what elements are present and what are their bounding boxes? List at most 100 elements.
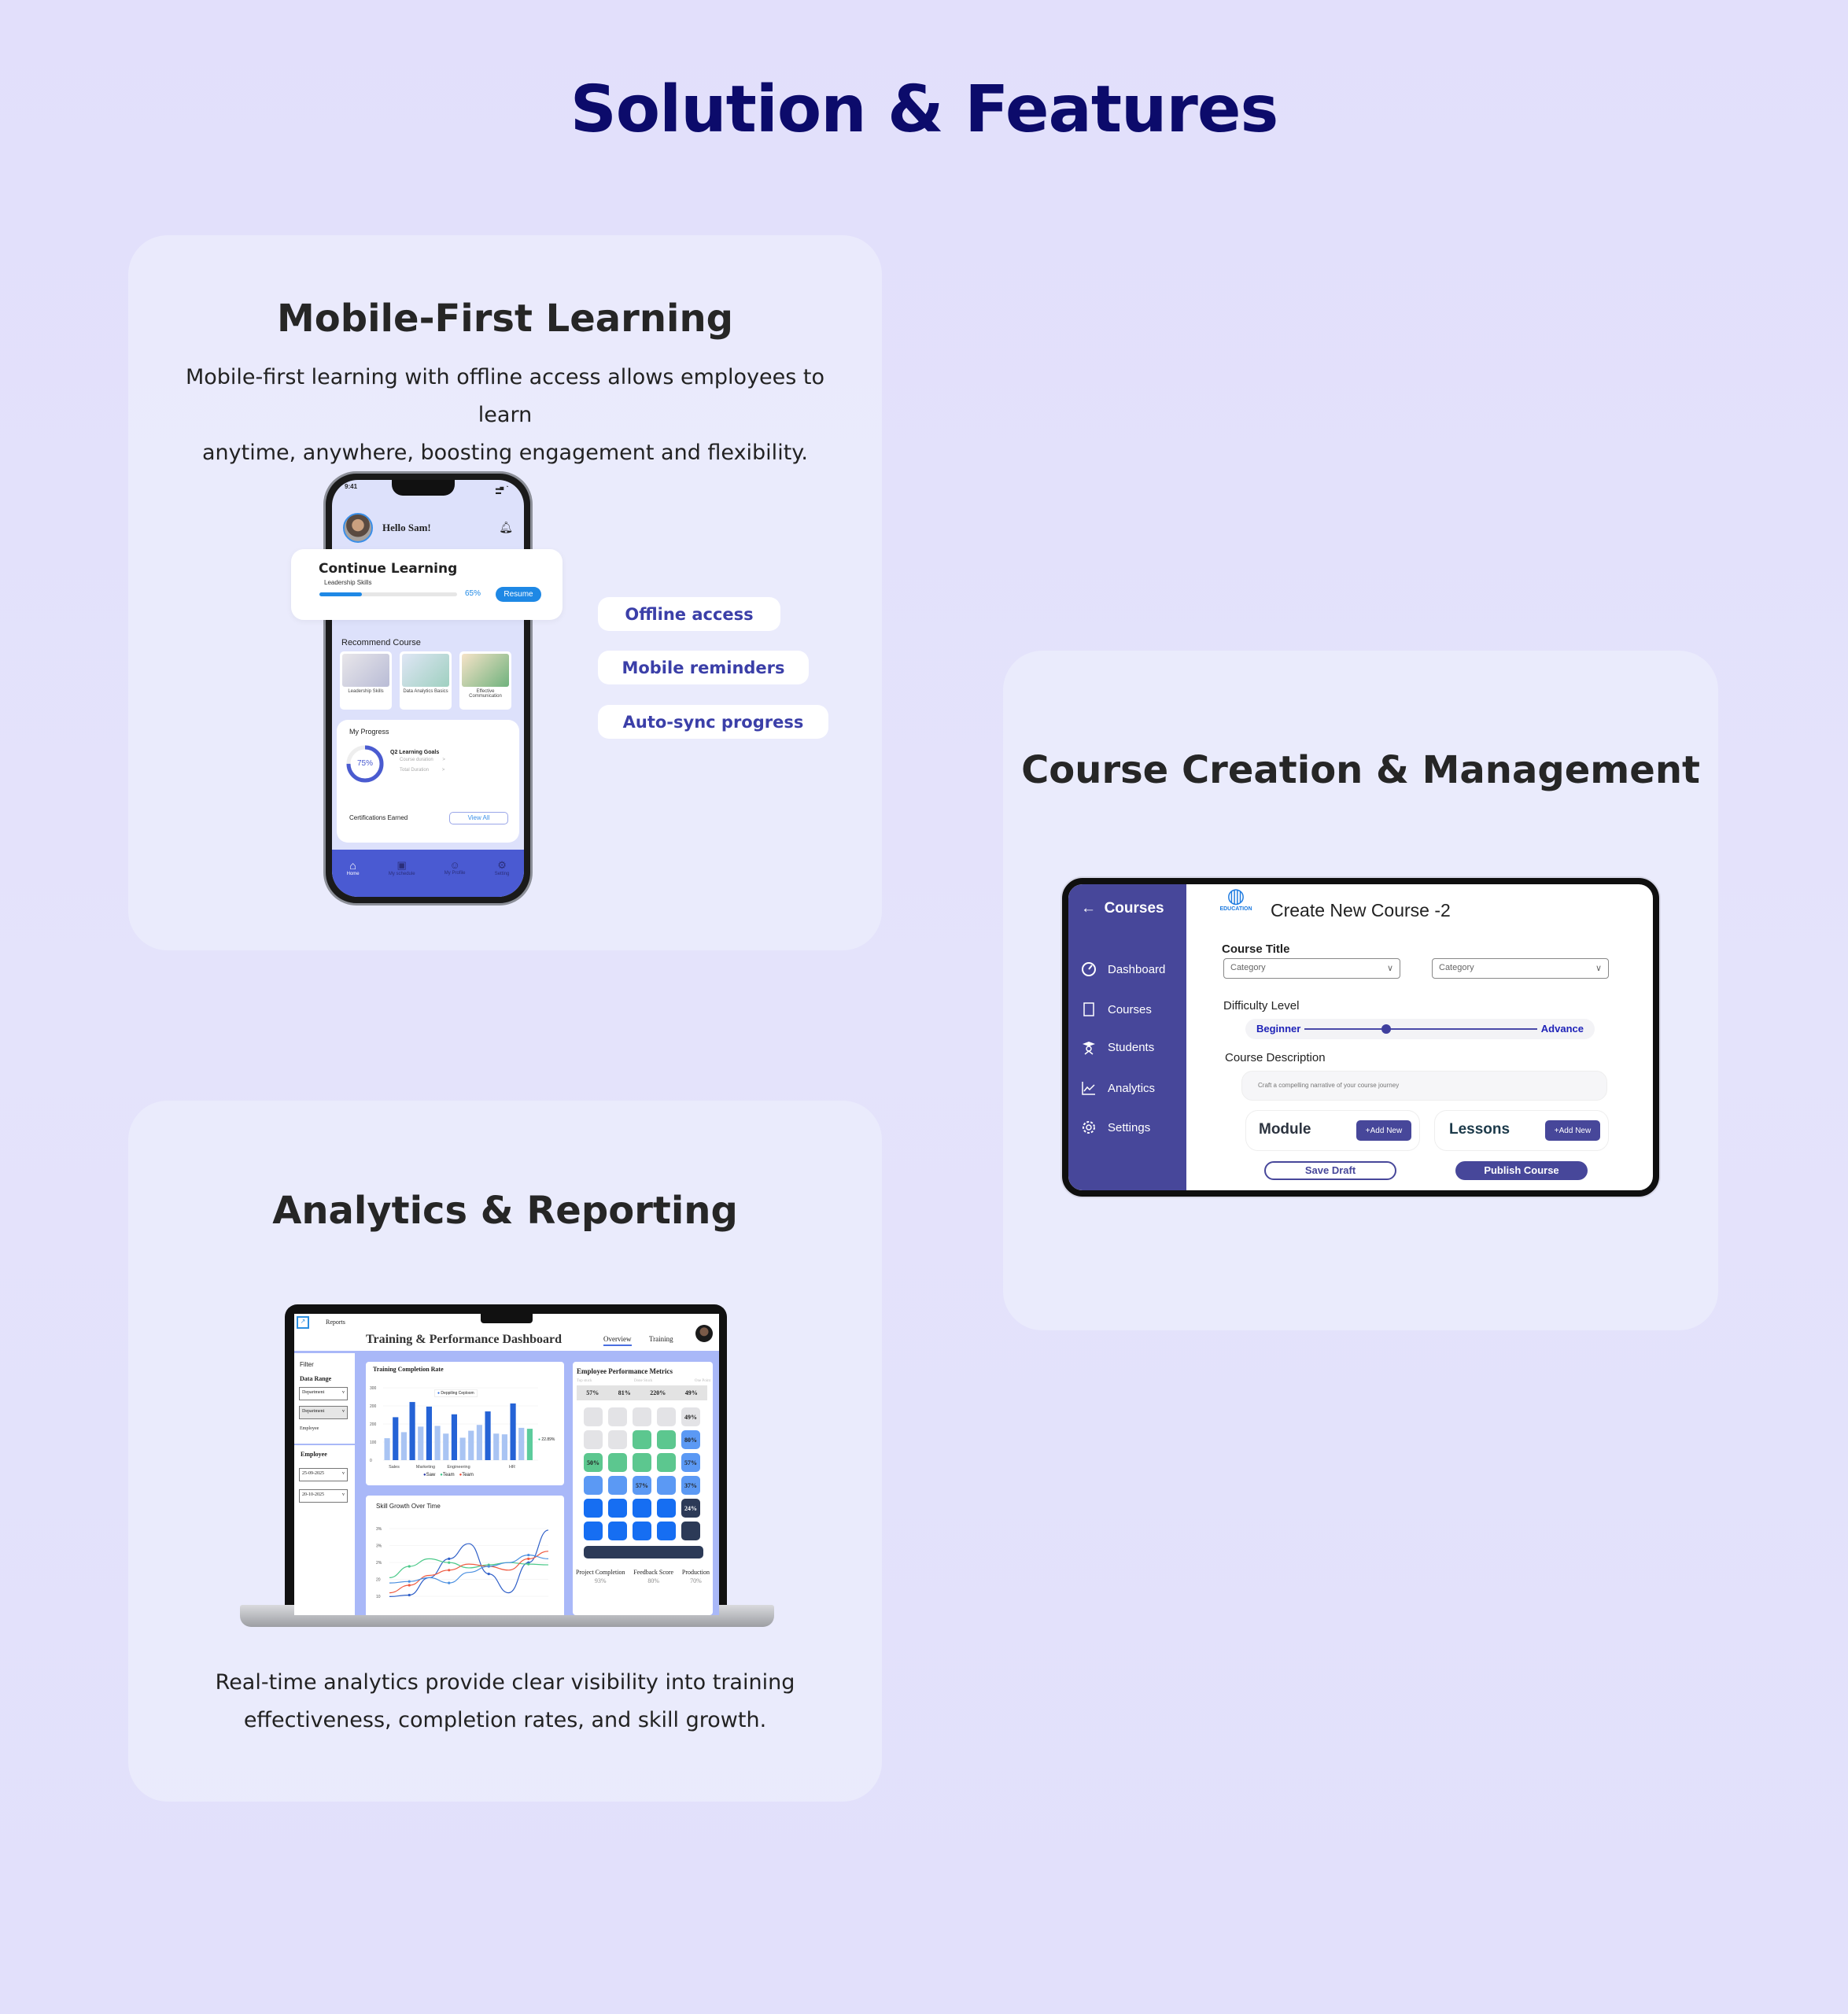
bar [493,1433,500,1460]
heatmap-cell: 37% [681,1476,700,1495]
continue-learning-card[interactable]: Continue Learning Leadership Skills 65% … [291,549,563,620]
user-avatar[interactable] [695,1325,713,1342]
phone-screen: 9:41 ▂▄ ◔ ▬ Hello Sam! 🔔︎ Recommend Cour… [332,480,524,897]
goal-row[interactable]: Course duration > [400,758,445,762]
nav-schedule[interactable]: ▣My schedule [389,859,415,897]
sidebar-item-analytics[interactable]: Analytics [1081,1080,1155,1096]
metric-value: 81% [618,1389,631,1396]
heatmap-cell [608,1453,627,1472]
tab-training[interactable]: Training [649,1335,673,1343]
employee-label: Employee [301,1451,327,1458]
metrics-title: Employee Performance Metrics [577,1367,673,1375]
chart-top-legend: ● Deppiling Ceploom [434,1389,478,1397]
tab-overview[interactable]: Overview [603,1335,632,1346]
nav-label: Setting [494,872,510,876]
metric-header: One Point [694,1379,710,1383]
metrics-summary: 57%81%220%49% [577,1385,707,1400]
data-point [408,1593,411,1597]
desc-line: effectiveness, completion rates, and ski… [243,1708,767,1732]
back-courses-button[interactable]: ← Courses [1081,900,1164,917]
module-card: Module +Add New [1245,1110,1420,1151]
slider-handle[interactable] [1381,1024,1391,1034]
bar [418,1426,424,1460]
status-icons: ▂▄ ◔ ▬ [496,485,509,496]
feature-pill-offline: Offline access [598,597,780,631]
nav-profile[interactable]: ☺My Profile [444,859,466,897]
sidebar-item-courses[interactable]: Courses [1081,1001,1152,1017]
sidebar-label: Courses [1108,1002,1152,1016]
tablet-sidebar: ← Courses Dashboard Courses Students Ana… [1068,884,1186,1190]
course-card[interactable]: Effective Communication [459,651,511,710]
legend-dot: ● [538,1437,541,1442]
select-value: Category [1230,963,1266,972]
series-line-dark-blue [389,1529,549,1597]
difficulty-min: Beginner [1256,1023,1301,1035]
bar [476,1425,482,1460]
heatmap-cell [584,1499,603,1518]
y-tick-label: 3% [376,1527,382,1532]
add-lesson-button[interactable]: +Add New [1545,1120,1600,1141]
y-tick-label: 300 [370,1386,377,1391]
publish-course-button[interactable]: Publish Course [1455,1161,1588,1180]
course-card[interactable]: Leadership Skills [340,651,392,710]
chevron-right-icon: > [441,768,445,773]
category-select[interactable]: Category∨ [1223,958,1400,979]
category-select[interactable]: Category∨ [1432,958,1609,979]
data-point [487,1565,490,1568]
view-all-button[interactable]: View All [449,812,508,824]
legend-text: Team [462,1473,474,1477]
x-tick-label: HR [509,1465,515,1470]
module-label: Module [1259,1121,1311,1138]
footer-label: Production [681,1569,710,1576]
avatar[interactable] [343,513,373,543]
goal-row[interactable]: Total Duration > [400,768,444,773]
legend-text: Saw [426,1473,436,1477]
heatmap-cell [584,1522,603,1540]
heatmap-cell [633,1407,651,1426]
heatmap-cell [657,1453,676,1472]
continue-title: Continue Learning [319,561,458,577]
sidebar-item-dashboard[interactable]: Dashboard [1081,961,1165,977]
sidebar-item-settings[interactable]: Settings [1081,1120,1150,1135]
description-input[interactable]: Craft a compelling narrative of your cou… [1241,1071,1607,1101]
sidebar-item-students[interactable]: Students [1081,1039,1154,1055]
arrow-left-icon: ← [1081,900,1096,917]
data-point [527,1557,530,1560]
status-time: 9:41 [345,483,358,490]
nav-home[interactable]: ⌂Home [347,859,360,897]
heatmap-cell [608,1476,627,1495]
course-progress-bar [319,592,457,596]
heatmap-cell: 49% [681,1407,700,1426]
bar [501,1434,507,1460]
chevron-down-icon: v [342,1409,345,1414]
footer-value: 93% [594,1577,607,1584]
end-label-text: 22.89% [541,1437,555,1442]
add-module-button[interactable]: +Add New [1356,1120,1411,1141]
bell-icon[interactable]: 🔔︎ [499,521,513,533]
course-card[interactable]: Data Analytics Basics [400,651,452,710]
nav-setting[interactable]: ⚙Setting [495,859,510,897]
heatmap-cell [584,1407,603,1426]
analytics-card: Analytics & Reporting Real-time analytic… [128,1101,882,1802]
slider-track [1304,1028,1537,1030]
calendar-icon: ▣ [397,859,407,871]
filter-label: Filter [300,1361,314,1368]
heatmap-cell [657,1499,676,1518]
data-point [487,1573,490,1576]
save-draft-button[interactable]: Save Draft [1264,1161,1396,1180]
resume-button[interactable]: Resume [496,587,541,602]
data-range-label: Data Range [300,1375,332,1382]
employee-small-label: Employee [300,1426,319,1431]
footer-label: Feedback Score [633,1569,674,1576]
gear-icon [1083,1121,1095,1134]
course-title-label: Course Title [1222,942,1290,956]
difficulty-slider[interactable]: Beginner Advance [1245,1019,1595,1039]
chart-end-label: ● 22.89% [538,1437,555,1442]
data-point [448,1557,451,1560]
education-logo: ◍ EDUCATION [1218,884,1254,912]
heatmap-cell [633,1522,651,1540]
